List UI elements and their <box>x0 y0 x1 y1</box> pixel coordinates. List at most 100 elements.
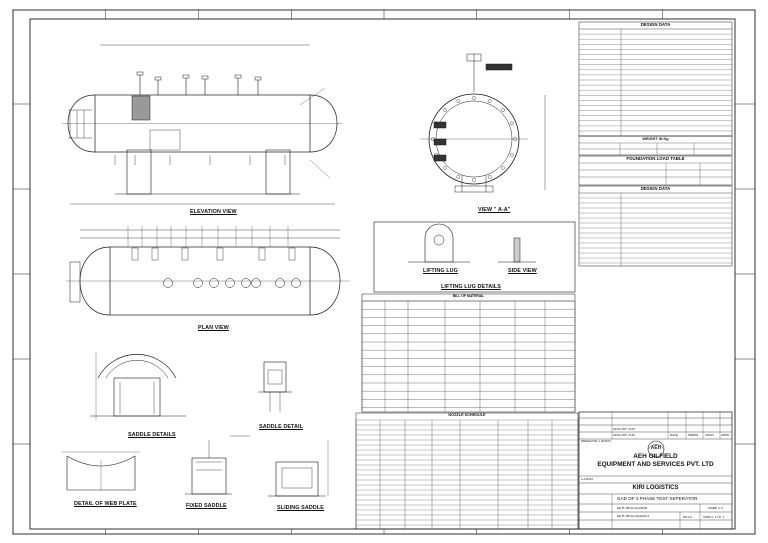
bolt-hole <box>443 108 447 112</box>
saddle-arc-inner <box>105 360 169 379</box>
saddle-web <box>113 377 161 417</box>
bill-of-material-heading: BILL OF MATERIAL <box>452 294 485 298</box>
vessel-head-right <box>309 94 338 153</box>
manway-hatch <box>131 95 151 121</box>
title-block-frame <box>578 411 733 530</box>
inner-border <box>29 18 736 530</box>
plan-nozzle <box>251 278 261 288</box>
design-data-2-heading: DESIGN DATA <box>640 186 671 191</box>
company-name-line2: EQUIPMENT AND SERVICES PVT. LTD <box>597 461 714 468</box>
rev-checked-header: CHKD <box>705 434 714 437</box>
sliding-slot <box>281 467 313 489</box>
nozzle-flange <box>136 71 144 76</box>
leader-line <box>309 159 331 179</box>
side-plate <box>513 237 521 263</box>
plan-nozzle <box>225 278 235 288</box>
rev-approved-header: APPD <box>721 434 730 437</box>
plan-nozzle <box>163 278 173 288</box>
saddle-arc-outer <box>97 354 177 379</box>
saddle-detail <box>258 361 292 412</box>
bolt-hole <box>487 99 492 103</box>
drawing-number: AEH-RED-GAD/001 <box>617 515 650 518</box>
saddle-right <box>265 149 291 195</box>
saddle-detail-hole <box>267 369 283 385</box>
side-nozzle <box>433 138 447 146</box>
document-number: AEH-RED-2025/06 <box>617 507 648 510</box>
saddle-base <box>454 185 494 193</box>
foundation-frame <box>578 155 733 186</box>
title-block <box>578 411 733 530</box>
bom-frame <box>361 293 576 413</box>
fixed-saddle-label: FIXED SADDLE <box>186 503 227 509</box>
bolt-hole <box>456 99 461 103</box>
weight-frame <box>578 135 733 156</box>
design-data-2-frame <box>578 185 733 267</box>
weight-table <box>578 135 733 156</box>
bolt-hole <box>472 96 476 100</box>
company-name-line1: AEH OILFIELD <box>633 453 678 460</box>
leader-line <box>299 87 326 106</box>
sliding-saddle <box>268 440 329 497</box>
bolt-hole <box>456 175 461 179</box>
sheet-number: SHEET 1 OF 1 <box>703 516 725 519</box>
fixed-saddle-body <box>191 457 227 495</box>
revision-number: REV-0 <box>683 516 693 519</box>
foundation-heading: FOUNDATION LOAD TABLE <box>626 156 685 161</box>
top-flange <box>466 53 482 62</box>
view-aa-label: VIEW " A-A" <box>478 207 511 213</box>
lifting-lug-frame <box>373 221 576 293</box>
side-nozzle <box>433 121 447 129</box>
manufacturer-label: MANUFACTURER <box>581 440 611 443</box>
elevation-view-label: ELEVATION VIEW <box>190 209 237 215</box>
lug-hole <box>433 234 445 246</box>
lifting-lug-details <box>373 221 576 293</box>
design-data-heading: DESIGN DATA <box>640 22 671 27</box>
saddle-detail-body <box>263 361 287 393</box>
nozzle-frame <box>355 412 579 530</box>
saddle-detail-label: SADDLE DETAIL <box>259 424 304 430</box>
plan-nozzle <box>209 278 219 288</box>
foundation-table <box>578 155 733 186</box>
web-plate-outline <box>66 455 136 491</box>
plan-saddle-mark <box>131 247 139 261</box>
saddle-details <box>90 352 186 420</box>
plan-view <box>66 226 350 316</box>
saddle-details-label: SADDLE DETAILS <box>128 432 176 438</box>
company-logo-text: AEH <box>650 445 662 451</box>
fixed-saddle <box>185 435 250 495</box>
plan-saddle-mark <box>288 247 296 261</box>
rev-description-sub: DESCRIPTION <box>613 434 635 437</box>
bolt-hole <box>510 152 514 157</box>
nozzle-flange <box>154 76 162 81</box>
sliding-saddle-label: SLIDING SADDLE <box>277 505 324 511</box>
side-view-label: SIDE VIEW <box>508 268 537 274</box>
plan-saddle-mark <box>258 247 266 261</box>
view-aa-section <box>420 53 546 193</box>
client-name: KIRI LOGISTICS <box>632 485 679 491</box>
plan-view-label: PLAN VIEW <box>198 325 229 331</box>
sliding-saddle-body <box>275 461 319 497</box>
drawing-title: GAD OF 3 PHASE TEST SEPERATOR <box>617 497 698 501</box>
bolt-hole <box>501 166 505 170</box>
nozzle-flange <box>234 74 242 79</box>
nozzle-flange <box>182 74 190 79</box>
bolt-hole <box>510 121 514 126</box>
plan-saddle-mark <box>151 247 159 261</box>
plan-saddle-mark <box>216 247 224 261</box>
internal-plate <box>149 129 181 151</box>
plan-inlet-flange <box>69 261 81 303</box>
design-data-2-table <box>578 185 733 267</box>
rev-description-header: DESCRIPTION <box>613 428 635 431</box>
nozzle-schedule-heading: NOZZLE SCHEDULE <box>448 413 486 417</box>
flange-detail <box>485 63 513 71</box>
bolt-hole <box>487 175 492 179</box>
nozzle-flange <box>254 76 262 81</box>
client-label: CLIENT <box>581 478 594 481</box>
lug-plate <box>424 223 454 263</box>
bill-of-material <box>361 293 576 413</box>
design-data-table <box>578 21 733 137</box>
web-plate-detail <box>62 451 140 491</box>
company-logo-arc <box>647 444 665 450</box>
